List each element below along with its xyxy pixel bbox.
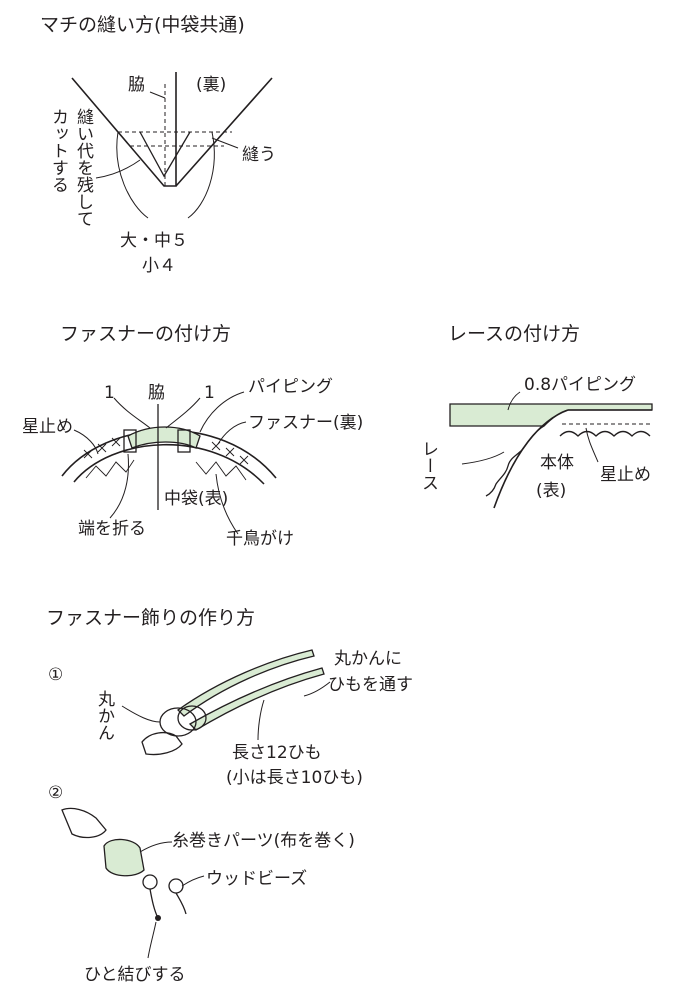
- leader-one-right: [165, 397, 201, 429]
- leader-ring: [121, 705, 161, 723]
- zipper-pull-icon: [141, 731, 183, 756]
- gusset-label-size-2: 小４: [142, 256, 176, 276]
- leader-knot: [147, 921, 157, 959]
- ring-icon-a: [159, 707, 197, 737]
- cross-stitch-left: [83, 437, 121, 459]
- step1-illustration: [121, 649, 331, 756]
- leader-one-left: [113, 397, 151, 429]
- piping-band-green: [449, 403, 653, 427]
- knot-icon: [155, 915, 161, 921]
- gusset-v-shape: [71, 72, 273, 187]
- step1-marker: ①: [48, 665, 63, 685]
- wood-bead-icon-a: [142, 874, 158, 890]
- charm-label-beads: ウッドビーズ: [206, 869, 307, 889]
- lace-section: レースの付け方 0.8パイピング レース 本体 (表) 星止め: [418, 323, 653, 509]
- charm-label-spool: 糸巻きパーツ(布を巻く): [172, 831, 355, 851]
- zipper-label-lining-front: 中袋(表): [164, 489, 228, 509]
- leader-beads: [181, 875, 205, 887]
- lace-scallop-edge: [485, 425, 545, 497]
- zipper-label-one-right: 1: [204, 383, 215, 403]
- zipper-title: ファスナーの付け方: [60, 323, 231, 345]
- lace-label-body-1: 本体: [540, 453, 574, 473]
- gusset-label-size-1: 大・中５: [120, 231, 188, 251]
- leader-fold-end: [109, 453, 129, 519]
- leader-thread: [303, 681, 331, 697]
- wood-bead-icon-b: [168, 878, 184, 894]
- zipper-tape-green: [127, 426, 201, 449]
- gusset-label-cut-line1: 縫い代を残して: [73, 108, 94, 227]
- gusset-section: マチの縫い方(中袋共通) 脇 (裏) 縫う 縫い代を残して カットする 大・中５…: [40, 14, 276, 276]
- body-scallop-lower: [559, 430, 651, 437]
- gusset-label-cut-line2: カットする: [48, 108, 68, 193]
- fold-end-left: [123, 429, 137, 453]
- zipper-label-zipper-back: ファスナー(裏): [248, 412, 363, 433]
- leader-star-stitch: [73, 429, 99, 455]
- cord-upper: [176, 649, 315, 717]
- charm-label-cord-1: 長さ12ひも: [232, 743, 322, 763]
- charm-title: ファスナー飾りの作り方: [46, 607, 255, 629]
- zipper-section: ファスナーの付け方 1: [22, 323, 363, 549]
- zipper-illustration: [61, 391, 277, 535]
- zipper-label-one-left: 1: [104, 383, 115, 403]
- lace-label-piping: 0.8パイピング: [524, 375, 636, 395]
- leader-lace: [461, 451, 505, 465]
- gusset-label-sew: 縫う: [242, 145, 276, 165]
- leader-spool: [139, 841, 173, 853]
- leader-lace-star: [585, 427, 599, 463]
- lace-title: レースの付け方: [448, 323, 580, 345]
- cord-lower: [188, 667, 325, 731]
- zipper-label-herringbone: 千鳥がけ: [226, 529, 294, 549]
- herringbone-right: [195, 461, 247, 481]
- zipper-label-side: 脇: [148, 383, 165, 403]
- gusset-illustration: [71, 72, 273, 219]
- zipper-label-fold-end: 端を折る: [78, 519, 146, 539]
- charm-label-knot: ひと結びする: [84, 965, 186, 985]
- charm-label-ring: 丸かん: [94, 690, 115, 741]
- step2-marker: ②: [48, 783, 63, 803]
- ring-icon-b: [177, 705, 207, 731]
- leader-cord: [257, 699, 265, 741]
- size-arc-left: [116, 131, 149, 219]
- leader-herringbone: [215, 473, 239, 535]
- lace-illustration: [449, 391, 653, 509]
- zipper-label-star-stitch: 星止め: [22, 417, 73, 437]
- gusset-label-side: 脇: [128, 75, 145, 95]
- spool-part-green: [103, 838, 145, 877]
- gusset-label-back: (裏): [196, 74, 226, 95]
- charm-label-thread-1: 丸かんに: [334, 649, 402, 669]
- fold-end-right: [177, 429, 191, 453]
- lace-label-star-stitch: 星止め: [600, 465, 651, 485]
- herringbone-left: [85, 459, 135, 479]
- size-arc-right: [187, 131, 215, 219]
- charm-label-thread-2: ひもを通す: [328, 675, 413, 695]
- charm-label-cord-2: (小は長さ10ひも): [226, 768, 363, 788]
- leader-piping: [199, 391, 245, 433]
- lace-label-lace: レース: [418, 440, 438, 491]
- gusset-inner-triangle: [139, 131, 191, 178]
- step2-illustration: [61, 807, 205, 959]
- bag-inner-arc: [73, 443, 265, 485]
- leader-sew: [211, 137, 239, 149]
- leader-lace-piping: [507, 391, 521, 411]
- zipper-pull-step2-icon: [61, 807, 107, 839]
- zipper-label-piping: パイピング: [248, 377, 333, 397]
- leader-cut: [95, 159, 141, 179]
- gusset-title: マチの縫い方(中袋共通): [40, 14, 245, 36]
- cross-stitch-right: [211, 441, 249, 465]
- leader-side: [149, 91, 166, 99]
- cord-end-a: [149, 888, 159, 919]
- leader-zipper-back: [217, 421, 247, 445]
- charm-section: ファスナー飾りの作り方 ① 丸かん 丸かんに ひもを通す 長さ12ひも (小は長…: [46, 607, 413, 985]
- cord-end-b: [175, 892, 187, 915]
- lace-label-body-2: (表): [536, 481, 566, 501]
